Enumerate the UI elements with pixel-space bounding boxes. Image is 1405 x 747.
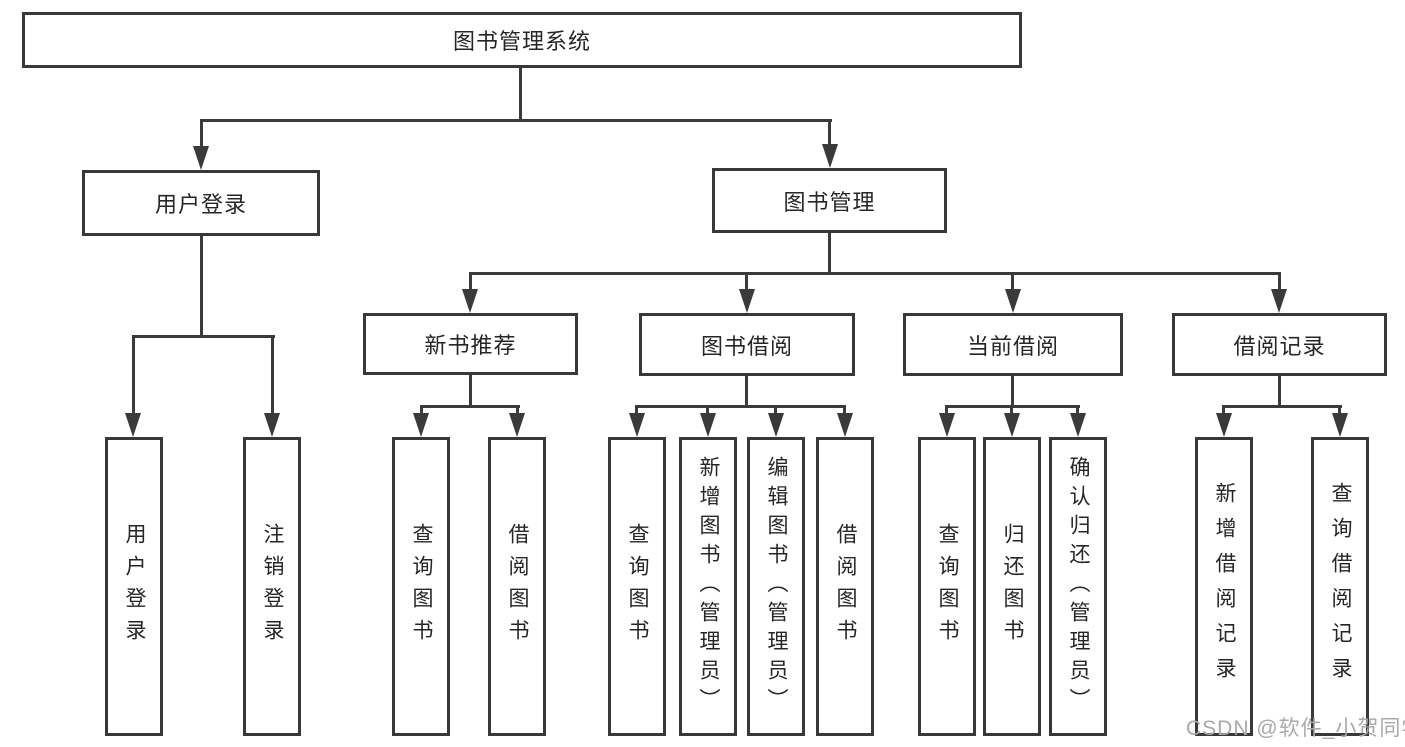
edge-line [1338, 405, 1341, 416]
edge-line [132, 335, 275, 338]
leaf-confirm-return-admin: 确认归还（管理员） [1049, 437, 1107, 736]
edge-line [745, 272, 748, 294]
leaf-query-books-borrow: 查询图书 [608, 437, 666, 736]
node-current-borrowing: 当前借阅 [903, 313, 1123, 376]
edge-line [828, 119, 831, 146]
arrowhead-icon [822, 144, 838, 168]
edge-line [1222, 405, 1225, 416]
edge-line [469, 272, 1281, 275]
node-book-borrowing: 图书借阅 [639, 313, 855, 376]
arrowhead-icon [1271, 289, 1287, 313]
edge-line [774, 405, 777, 416]
leaf-query-borrow-record: 查询借阅记录 [1311, 437, 1369, 736]
edge-line [843, 405, 846, 416]
edge-line [635, 405, 846, 408]
arrowhead-icon [1070, 413, 1086, 437]
node-borrowing-records: 借阅记录 [1172, 313, 1387, 376]
edge-line [132, 335, 135, 417]
node-user-login: 用户登录 [82, 170, 320, 236]
edge-line [200, 119, 832, 122]
arrowhead-icon [700, 413, 716, 437]
watermark: CSDN @软件_小贺同学 [1186, 717, 1405, 740]
leaf-borrow-books: 借阅图书 [816, 437, 874, 736]
edge-line [1278, 272, 1281, 294]
edge-line [1222, 405, 1342, 408]
arrowhead-icon [768, 413, 784, 437]
leaf-borrow-books-recommend: 借阅图书 [488, 437, 546, 736]
node-book-management: 图书管理 [712, 168, 947, 233]
edge-line [828, 231, 831, 275]
arrowhead-icon [413, 413, 429, 437]
leaf-add-borrow-record: 新增借阅记录 [1195, 437, 1253, 736]
leaf-query-books-current: 查询图书 [918, 437, 976, 736]
arrowhead-icon [1332, 413, 1348, 437]
node-new-book-recommendation: 新书推荐 [363, 313, 578, 375]
edge-line [200, 119, 203, 150]
edge-line [635, 405, 638, 416]
arrowhead-icon [939, 413, 955, 437]
edge-line [1010, 405, 1013, 416]
arrowhead-icon [739, 289, 755, 313]
arrowhead-icon [462, 289, 478, 313]
leaf-user-login: 用户登录 [105, 437, 163, 736]
edge-line [420, 405, 423, 416]
arrowhead-icon [125, 413, 141, 437]
arrowhead-icon [837, 413, 853, 437]
edge-line [516, 405, 519, 416]
leaf-edit-books-admin: 编辑图书（管理员） [747, 437, 805, 736]
arrowhead-icon [193, 146, 209, 170]
edge-line [519, 66, 522, 122]
edge-line [271, 335, 274, 417]
node-library-management-system: 图书管理系统 [22, 12, 1022, 68]
leaf-add-books-admin: 新增图书（管理员） [679, 437, 737, 736]
edge-line [1278, 375, 1281, 407]
arrowhead-icon [1216, 413, 1232, 437]
leaf-logout: 注销登录 [243, 437, 301, 736]
edge-line [200, 234, 203, 338]
leaf-return-books: 归还图书 [983, 437, 1041, 736]
arrowhead-icon [629, 413, 645, 437]
arrowhead-icon [1005, 289, 1021, 313]
edge-line [469, 272, 472, 294]
edge-line [420, 405, 520, 408]
arrowhead-icon [264, 413, 280, 437]
arrowhead-icon [1004, 413, 1020, 437]
edge-line [1076, 405, 1079, 416]
edge-line [945, 405, 948, 416]
leaf-query-books-recommend: 查询图书 [392, 437, 450, 736]
edge-line [469, 375, 472, 407]
arrowhead-icon [509, 413, 525, 437]
edge-line [745, 375, 748, 407]
edge-line [1011, 375, 1014, 407]
edge-line [706, 405, 709, 416]
edge-line [1011, 272, 1014, 294]
